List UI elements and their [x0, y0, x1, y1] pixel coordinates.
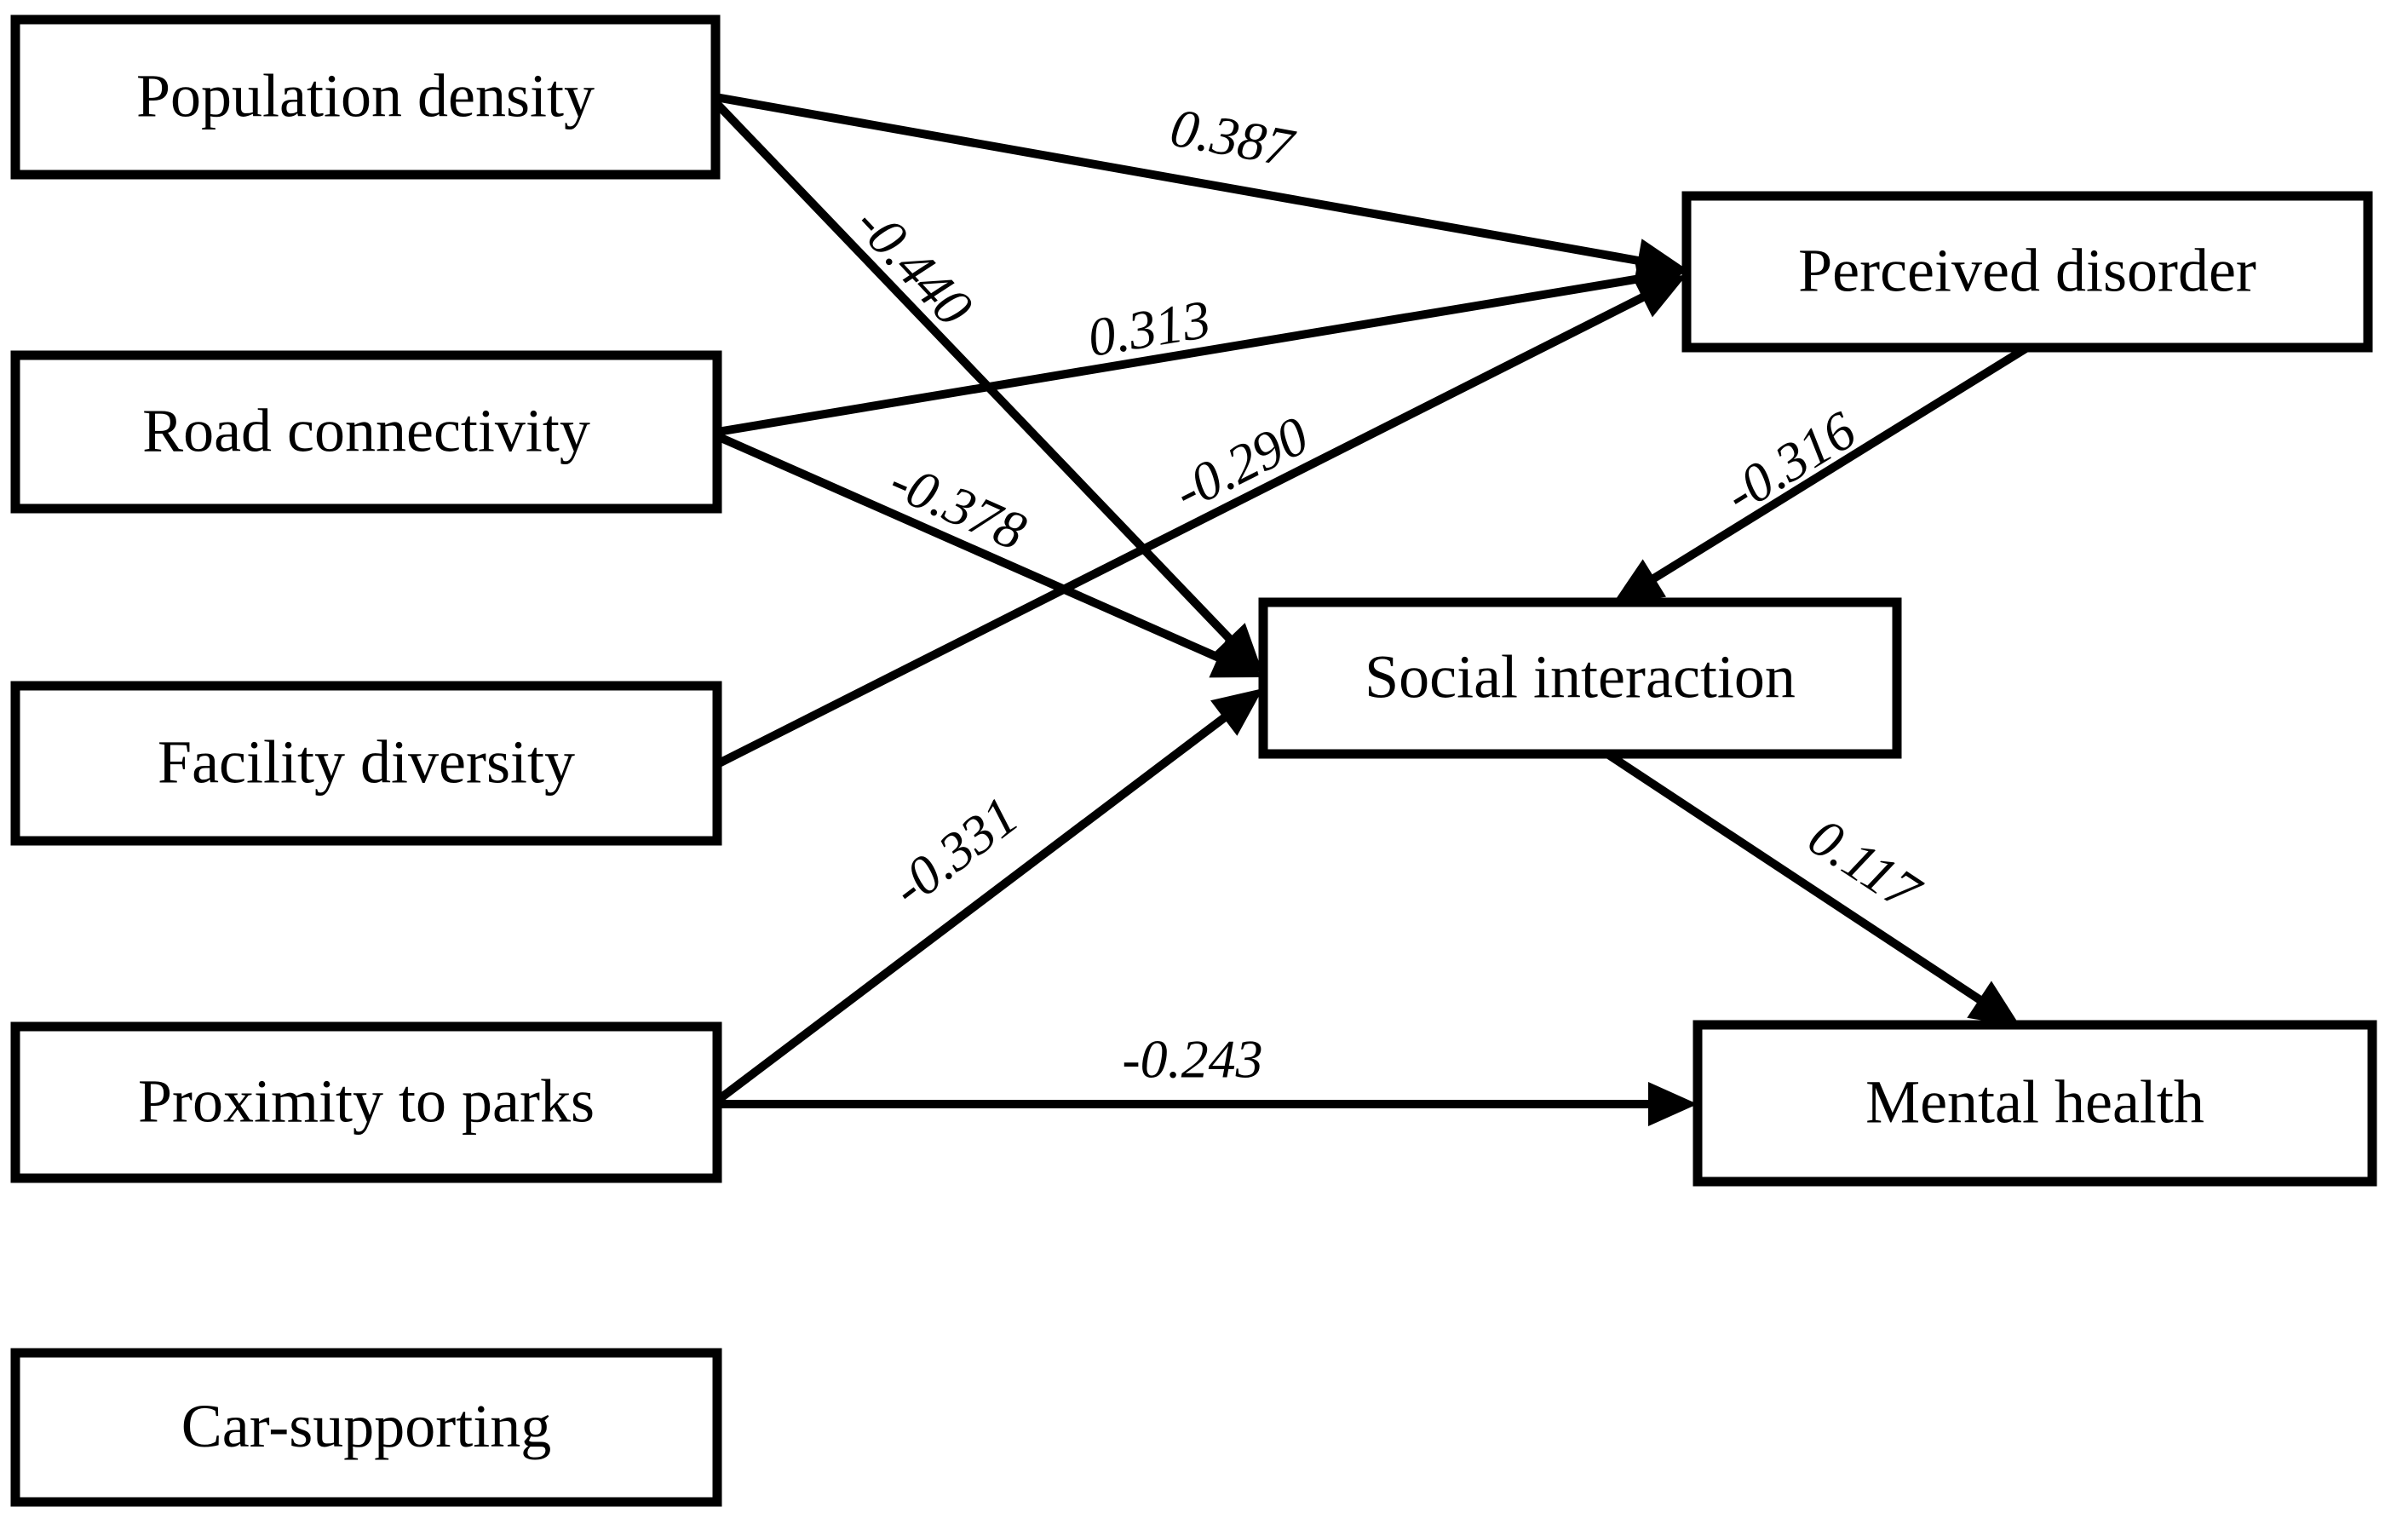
node-label: Social interaction [1365, 643, 1796, 711]
node-car-supporting: Car-supporting [10, 1348, 722, 1507]
edge-line [716, 273, 1647, 436]
node-box [10, 14, 721, 180]
edge-perceived-disorder-to-social-interaction: -0.316 [1612, 343, 2030, 604]
node-label: Car-supporting [181, 1392, 552, 1460]
arrowhead-icon [1210, 688, 1263, 736]
node-proximity-to-parks: Proximity to parks [10, 1021, 722, 1183]
node-label: Mental health [1865, 1068, 2204, 1136]
node-mental-health: Mental health [1692, 1020, 2377, 1187]
edge-line [1605, 750, 1989, 1008]
node-box [10, 1021, 722, 1183]
arrowhead-icon [1213, 623, 1263, 674]
node-road-connectivity: Road connectivity [10, 350, 722, 514]
path-coefficient-label: -0.316 [1714, 400, 1865, 525]
node-label: Population density [136, 62, 595, 130]
edge-line [712, 99, 1238, 647]
edge-line [715, 432, 1228, 665]
node-box [1692, 1020, 2377, 1187]
node-perceived-disorder: Perceived disorder [1681, 191, 2373, 353]
node-box [10, 681, 722, 846]
arrowhead-icon [1967, 981, 2020, 1027]
edge-social-interaction-to-mental-health: 0.117 [1605, 750, 2020, 1027]
edge-line [715, 290, 1652, 768]
edge-line [1645, 343, 2030, 587]
node-label: Facility diversity [158, 728, 575, 797]
path-coefficient-label: 0.117 [1798, 806, 1933, 923]
path-coefficient-label: 0.387 [1166, 96, 1300, 178]
node-label: Perceived disorder [1798, 237, 2256, 305]
arrowhead-icon [1612, 559, 1667, 604]
edge-line [715, 93, 1647, 267]
node-box [1681, 191, 2373, 353]
node-label: Proximity to parks [138, 1067, 595, 1136]
node-label: Road connectivity [142, 397, 590, 465]
arrowhead-icon [1209, 636, 1263, 678]
edge-proximity-to-parks-to-mental-health: -0.243 [717, 1029, 1698, 1126]
node-social-interaction: Social interaction [1258, 597, 1902, 759]
node-box [10, 350, 722, 514]
path-coefficient-label: -0.243 [1122, 1029, 1262, 1090]
node-box [10, 1348, 722, 1507]
node-facility-diversity: Facility diversity [10, 681, 722, 846]
arrowhead-icon [1632, 275, 1687, 318]
node-population-density: Population density [10, 14, 721, 180]
node-box [1258, 597, 1902, 759]
arrowhead-icon [1648, 1082, 1698, 1126]
edge-line [714, 709, 1233, 1104]
path-coefficient-label: -0.440 [844, 193, 985, 337]
path-coefficient-label: -0.331 [881, 785, 1030, 918]
